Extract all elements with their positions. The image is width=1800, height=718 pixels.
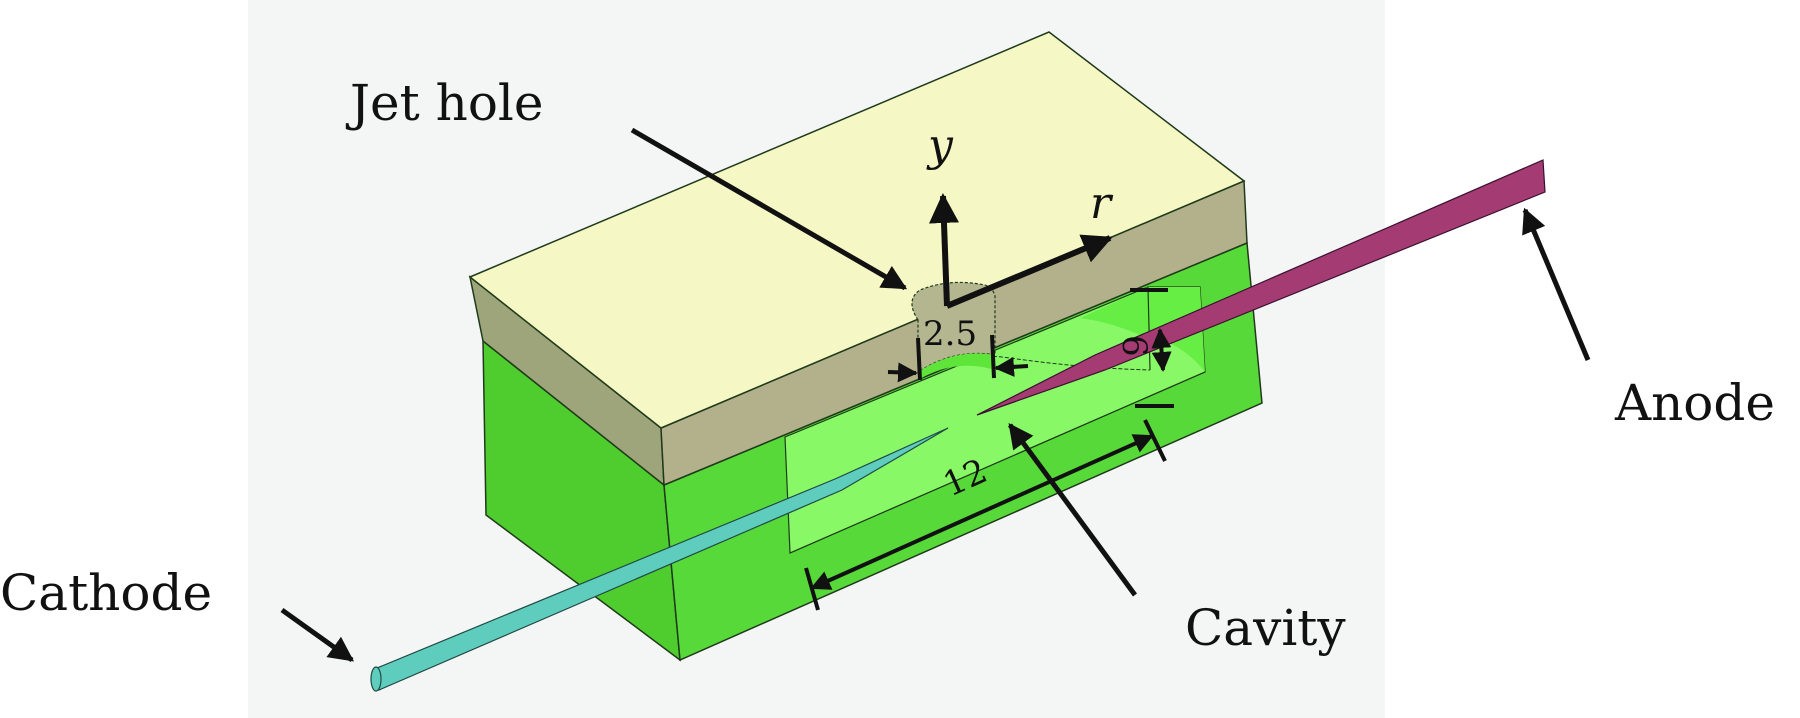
anode-callout-arrow (1522, 207, 1591, 361)
jet-hole-bottom (918, 353, 995, 380)
dim-2-5-arrow-left (887, 362, 918, 383)
dim-12-arrow (810, 434, 1154, 590)
r-axis-label: r (1090, 178, 1114, 229)
jet-hole (911, 281, 996, 374)
cavity-callout-arrow (1007, 422, 1138, 597)
jet-hole-callout-arrow (630, 127, 908, 291)
r-axis-arrow (945, 234, 1113, 309)
dim-2-5-ext-left (916, 337, 922, 381)
anode-label: Anode (1614, 374, 1775, 432)
y-axis-arrow (928, 193, 959, 307)
top-face (468, 31, 1246, 429)
dim-6-label: 6 (1114, 335, 1154, 357)
cavity-back-wall (1080, 287, 1205, 372)
jet-hole-label: Jet hole (345, 74, 544, 132)
dim-6-arrow (1151, 328, 1172, 372)
dim-12-ext-right (1143, 419, 1167, 462)
dim-2-5-label: 2.5 (923, 314, 977, 354)
anode-rod (976, 159, 1546, 416)
cathode-callout-arrow (280, 607, 355, 663)
cavity-edge-vertical (1147, 286, 1151, 371)
cathode-label: Cathode (0, 564, 212, 622)
dim-2-5-arrow-right (994, 356, 1029, 377)
cathode-end (370, 666, 382, 692)
dim-2-5-ext-right (990, 334, 996, 379)
cavity-label: Cavity (1185, 599, 1346, 657)
y-axis-label: y (926, 120, 954, 171)
